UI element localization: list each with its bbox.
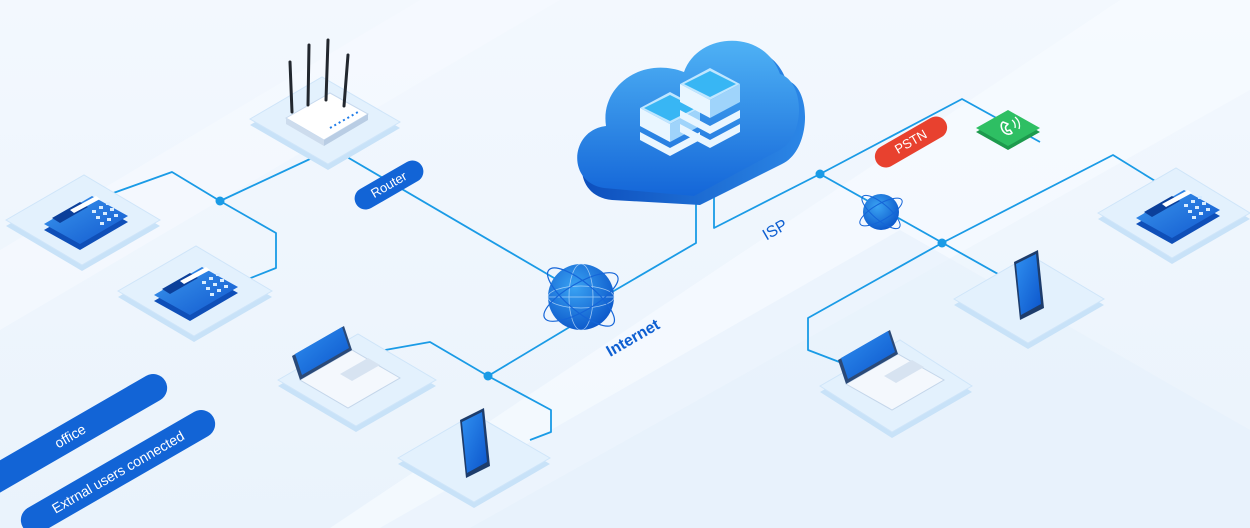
globe-icon: [543, 263, 619, 331]
junction-dot: [215, 196, 225, 206]
junction-dot: [815, 169, 825, 179]
laptop-node: [277, 326, 437, 432]
isp-globe: [859, 194, 903, 230]
server-stack: [640, 68, 740, 156]
connection-lines: [104, 98, 1161, 441]
desk-phone-icon: [154, 267, 238, 321]
junction-dots: [215, 169, 947, 381]
cloud-server-icon: [577, 40, 806, 206]
desk-phone-icon: [1136, 190, 1220, 244]
mobile-node: [397, 408, 551, 508]
phone-handset-icon: [1000, 116, 1021, 135]
router-node: [249, 38, 401, 170]
junction-dot: [483, 371, 493, 381]
desk-phone-node: [117, 245, 273, 342]
globe-icon: [859, 194, 903, 230]
mobile-node: [953, 250, 1105, 349]
desk-phone-node: [5, 174, 161, 271]
wifi-router-icon: [284, 38, 370, 146]
junction-dot: [937, 238, 947, 248]
cloud-node: [577, 40, 806, 206]
laptop-icon: [838, 330, 946, 411]
pstn-phone-badge: [976, 110, 1040, 150]
internet-globe: [543, 263, 619, 331]
mobile-phone-icon: [1014, 250, 1044, 320]
laptop-icon: [292, 326, 401, 409]
laptop-node: [819, 330, 973, 438]
desk-phone-icon: [44, 196, 128, 250]
mobile-phone-icon: [460, 408, 490, 478]
desk-phone-node: [1097, 167, 1250, 264]
